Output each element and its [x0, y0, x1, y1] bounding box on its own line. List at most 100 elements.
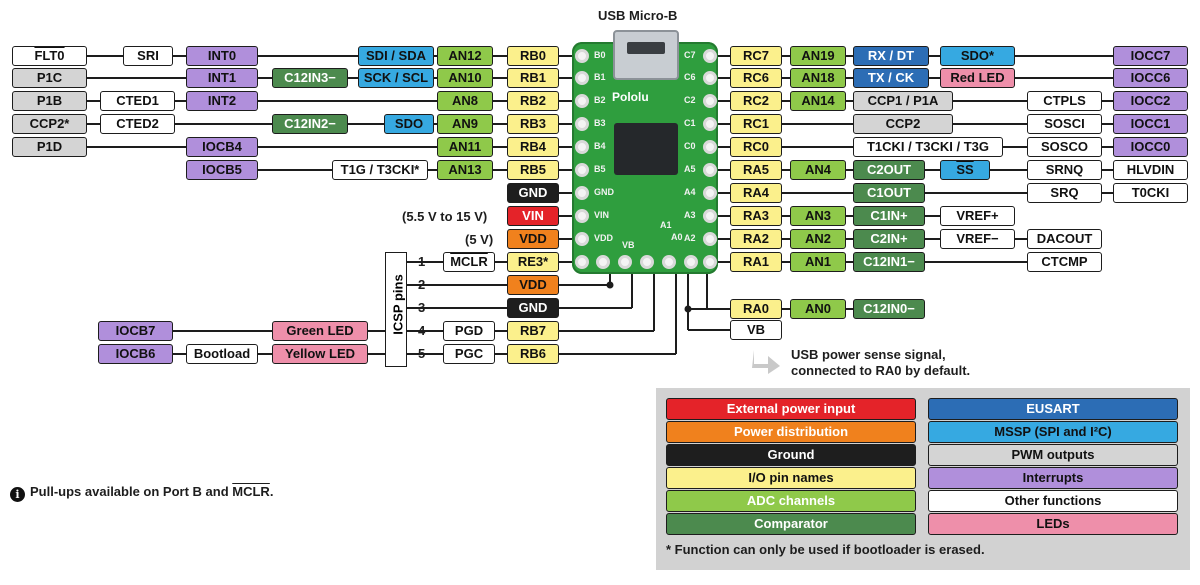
note-arrow-icon — [752, 350, 780, 374]
label-t0cki: T0CKI — [1113, 183, 1188, 203]
label-dacout: DACOUT — [1027, 229, 1102, 249]
label-ctpls: CTPLS — [1027, 91, 1102, 111]
header-hole — [703, 209, 717, 223]
pin-rb2: RB2 — [507, 91, 559, 111]
label-ccp2: CCP2 — [853, 114, 953, 134]
board-brand: Pololu — [612, 90, 649, 104]
label-an4: AN4 — [790, 160, 846, 180]
label-iocc6: IOCC6 — [1113, 68, 1188, 88]
header-hole — [640, 255, 654, 269]
label-t1cki-t3cki-t3g: T1CKI / T3CKI / T3G — [853, 137, 1003, 157]
label-an3: AN3 — [790, 206, 846, 226]
legend-item-i-o-pin-names: I/O pin names — [666, 467, 916, 489]
icsp-pin-rb7: RB7 — [507, 321, 559, 341]
label-c12in3: C12IN3− — [272, 68, 348, 88]
pin-rc7: RC7 — [730, 46, 782, 66]
label-hlvdin: HLVDIN — [1113, 160, 1188, 180]
pin-rc1: RC1 — [730, 114, 782, 134]
legend-item-external-power-input: External power input — [666, 398, 916, 420]
label-sosco: SOSCO — [1027, 137, 1102, 157]
pin-gnd: GND — [507, 183, 559, 203]
silkscreen-label: B3 — [594, 118, 606, 128]
header-hole — [575, 186, 589, 200]
label-cted2: CTED2 — [100, 114, 175, 134]
silkscreen-label: C6 — [684, 72, 696, 82]
label-p1d: P1D — [12, 137, 87, 157]
header-hole — [575, 255, 589, 269]
icsp-pin-rb6: RB6 — [507, 344, 559, 364]
label-c12in1: C12IN1− — [853, 252, 925, 272]
label-an8: AN8 — [437, 91, 493, 111]
legend-item-eusart: EUSART — [928, 398, 1178, 420]
legend-item-ground: Ground — [666, 444, 916, 466]
pin-rb0: RB0 — [507, 46, 559, 66]
icsp-func-pgc: PGC — [443, 344, 495, 364]
silkscreen-label: A4 — [684, 187, 696, 197]
label-an10: AN10 — [437, 68, 493, 88]
header-hole — [575, 209, 589, 223]
icsp-num-5: 5 — [418, 346, 426, 361]
label-an0: AN0 — [790, 299, 846, 319]
usb-connector — [613, 30, 679, 80]
label-c2in: C2IN+ — [853, 229, 925, 249]
legend-item-mssp-spi-and-i-c: MSSP (SPI and I²C) — [928, 421, 1178, 443]
label-an1: AN1 — [790, 252, 846, 272]
header-hole — [575, 163, 589, 177]
label-p1c: P1C — [12, 68, 87, 88]
label-green-led: Green LED — [272, 321, 368, 341]
label-c12in2: C12IN2− — [272, 114, 348, 134]
icsp-num-1: 1 — [418, 254, 426, 269]
header-hole — [703, 94, 717, 108]
silkscreen-label: A5 — [684, 164, 696, 174]
label-c2out: C2OUT — [853, 160, 925, 180]
label-iocc7: IOCC7 — [1113, 46, 1188, 66]
icsp-func-pgd: PGD — [443, 321, 495, 341]
legend-item-pwm-outputs: PWM outputs — [928, 444, 1178, 466]
silkscreen-label: B5 — [594, 164, 606, 174]
microcontroller-chip — [614, 123, 678, 175]
label-cted1: CTED1 — [100, 91, 175, 111]
header-hole — [703, 71, 717, 85]
silkscreen-label: C1 — [684, 118, 696, 128]
silkscreen-label: C0 — [684, 141, 696, 151]
silkscreen-label: B4 — [594, 141, 606, 151]
label-mclr: MCLR — [443, 252, 495, 272]
silkscreen-label: B0 — [594, 50, 606, 60]
label-srnq: SRNQ — [1027, 160, 1102, 180]
pin-ra3: RA3 — [730, 206, 782, 226]
note-text: Pull-ups available on Port B and — [30, 484, 233, 499]
silkscreen-label: B2 — [594, 95, 606, 105]
header-hole — [703, 186, 717, 200]
label-ccp2: CCP2* — [12, 114, 87, 134]
header-hole — [575, 49, 589, 63]
pin-ra5: RA5 — [730, 160, 782, 180]
note-suffix: . — [269, 484, 274, 499]
legend-item-interrupts: Interrupts — [928, 467, 1178, 489]
label-iocb7: IOCB7 — [98, 321, 173, 341]
silkscreen-label: GND — [594, 187, 614, 197]
icsp-bracket: ICSP pins — [385, 252, 407, 367]
pin-rb4: RB4 — [507, 137, 559, 157]
pin-ra0: RA0 — [730, 299, 782, 319]
label-vref: VREF+ — [940, 206, 1015, 226]
icsp-title: ICSP pins — [390, 274, 406, 335]
label-iocb6: IOCB6 — [98, 344, 173, 364]
label-rx-dt: RX / DT — [853, 46, 929, 66]
pin-rc0: RC0 — [730, 137, 782, 157]
silkscreen-label: C2 — [684, 95, 696, 105]
pin-rb1: RB1 — [507, 68, 559, 88]
header-hole — [703, 255, 717, 269]
header-hole — [575, 117, 589, 131]
silkscreen-label: B1 — [594, 72, 606, 82]
label-iocc1: IOCC1 — [1113, 114, 1188, 134]
label-iocc2: IOCC2 — [1113, 91, 1188, 111]
icsp-pin-gnd: GND — [507, 298, 559, 318]
label-vref: VREF− — [940, 229, 1015, 249]
icsp-num-4: 4 — [418, 323, 426, 338]
silkscreen-label: A1 — [660, 220, 672, 230]
legend-item-power-distribution: Power distribution — [666, 421, 916, 443]
label-sdo: SDO* — [940, 46, 1015, 66]
label-srq: SRQ — [1027, 183, 1102, 203]
